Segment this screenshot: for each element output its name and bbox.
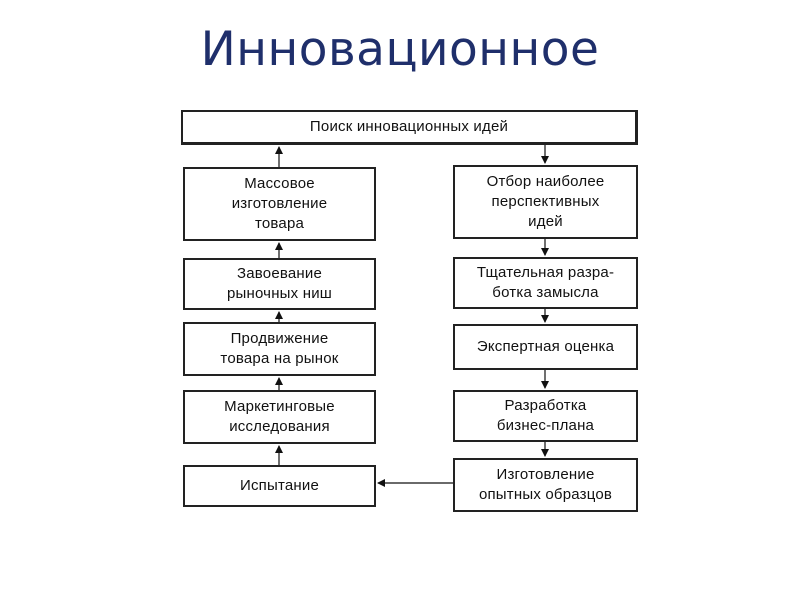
box-concept-development: Тщательная разра- ботка замысла <box>453 257 638 309</box>
box-expert-assessment: Экспертная оценка <box>453 324 638 370</box>
box-business-plan: Разработка бизнес-плана <box>453 390 638 442</box>
box-prototype-manufacturing: Изготовление опытных образцов <box>453 458 638 512</box>
box-marketing-research: Маркетинговые исследования <box>183 390 376 444</box>
box-mass-production: Массовое изготовление товара <box>183 167 376 241</box>
box-market-niches: Завоевание рыночных ниш <box>183 258 376 310</box>
box-idea-search: Поиск инновационных идей <box>181 110 638 145</box>
box-market-promotion: Продвижение товара на рынок <box>183 322 376 376</box>
slide-title: Инновационное <box>200 22 600 77</box>
box-testing: Испытание <box>183 465 376 507</box>
box-idea-selection: Отбор наиболее перспективных идей <box>453 165 638 239</box>
